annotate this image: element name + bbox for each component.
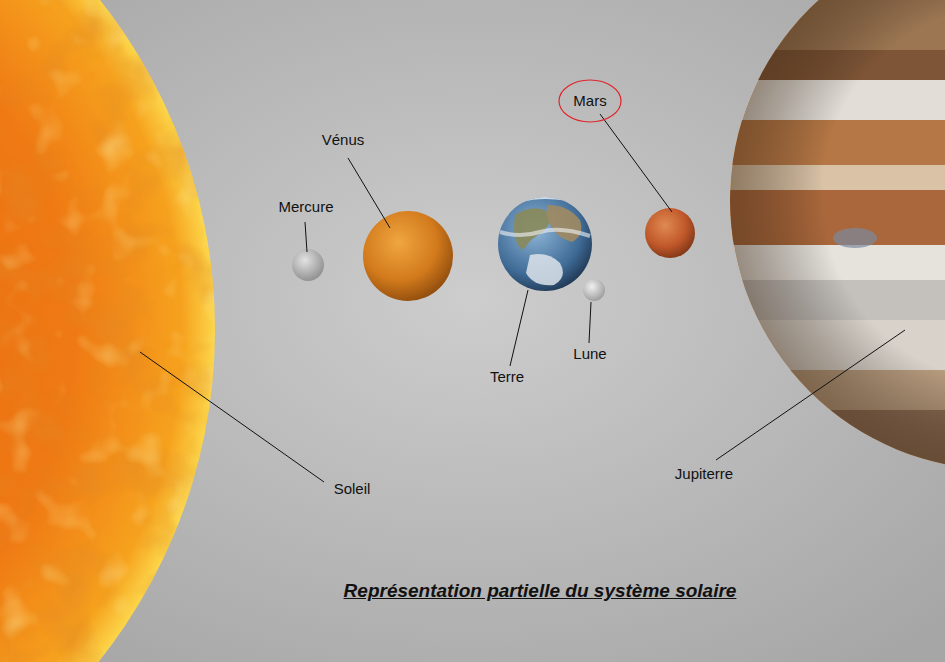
leader-line	[600, 114, 672, 212]
planet-label: Soleil	[334, 480, 371, 498]
leader-line	[589, 302, 591, 343]
earth	[498, 196, 592, 291]
leader-line	[348, 158, 390, 228]
planet-label: Mars	[573, 92, 606, 110]
ellipse-outline	[559, 80, 621, 122]
leader-lines	[140, 114, 905, 482]
caption: Représentation partielle du système sola…	[344, 580, 737, 602]
mercury	[292, 249, 324, 281]
planet-label: Lune	[573, 345, 606, 363]
planet-label: Vénus	[322, 131, 365, 149]
circled-label: Mars	[558, 79, 622, 123]
leader-line	[140, 352, 324, 482]
sun	[0, 0, 230, 662]
jupiter	[720, 0, 945, 490]
planet-label: Mercure	[278, 198, 333, 216]
planet-label: Terre	[490, 368, 524, 386]
leader-line	[305, 222, 307, 252]
moon	[583, 279, 605, 301]
planet-label: Jupiterre	[675, 465, 733, 483]
leader-line	[716, 330, 905, 460]
leader-line	[510, 290, 528, 366]
mars-planet	[645, 208, 695, 258]
venus	[363, 211, 453, 301]
